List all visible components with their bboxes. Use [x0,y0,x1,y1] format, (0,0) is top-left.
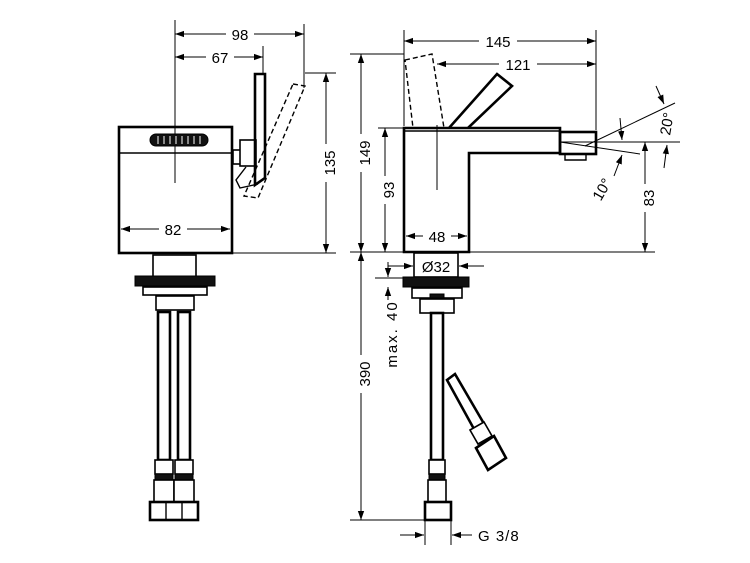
front-branch-hose [445,372,508,472]
dim-max-40: max. 40 [375,262,403,368]
dim-67-label: 67 [212,50,229,67]
dim-83: 83 [469,141,658,253]
front-supply-hose [423,311,453,522]
dim-93-label: 93 [381,182,398,199]
dim-67: 67 [175,46,264,74]
dim-98: 98 [175,24,305,88]
dim-angle-20: 20° [655,85,678,169]
side-supply-hoses [148,310,200,522]
side-lever [232,72,267,189]
side-mounting-shank [134,254,216,311]
dim-98-label: 98 [232,27,249,44]
dim-g38: G 3/8 [400,520,520,545]
dim-diameter-32: Ø32 [388,259,484,276]
dim-149: 149 [350,53,404,253]
dim-390: 390 [350,252,425,521]
dim-145: 145 [403,30,597,130]
dim-diameter-32-label: Ø32 [422,259,450,276]
front-view: 145 121 149 93 48 [350,30,680,545]
dim-121: 121 [437,54,596,74]
dim-g38-label: G 3/8 [478,528,520,545]
dim-48-label: 48 [429,229,446,246]
dim-135-label: 135 [322,150,339,175]
dim-135: 135 [232,72,339,254]
dim-83-label: 83 [641,190,658,207]
dim-max-40-label: max. 40 [384,300,401,367]
dim-angle-10-label: 10° [590,176,616,204]
dim-390-label: 390 [357,361,374,386]
front-lever [448,72,514,129]
front-lever-open-dashed [404,53,445,129]
dim-48: 48 [406,226,467,246]
side-lever-open-dashed [242,83,306,199]
dim-93: 93 [375,127,404,252]
dim-121-label: 121 [505,57,530,74]
dim-82-label: 82 [165,222,182,239]
dim-149-label: 149 [357,140,374,165]
dim-82: 82 [121,219,230,239]
aerator-slot [149,133,209,147]
spout-nozzle [558,130,598,156]
dim-angle-20-label: 20° [657,111,678,136]
side-view: 98 67 135 82 [117,20,339,522]
dim-145-label: 145 [485,34,510,51]
